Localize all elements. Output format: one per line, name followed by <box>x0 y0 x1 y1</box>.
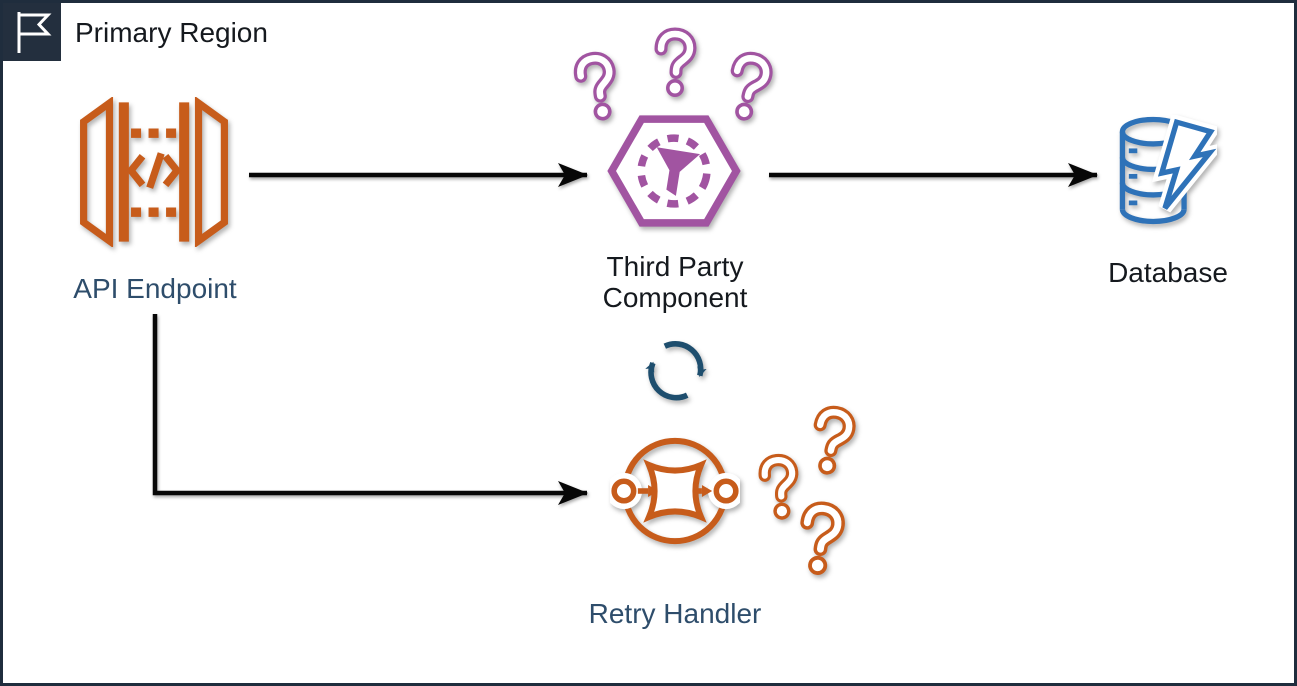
api-gateway-endpoint-icon <box>80 96 228 248</box>
database-node[interactable] <box>1115 113 1228 232</box>
retry-question-marks-icon[interactable] <box>751 401 869 593</box>
region-title: Primary Region <box>75 17 268 48</box>
database-lightning-icon <box>1119 113 1228 225</box>
third-party-label: Third Party Component <box>602 251 748 313</box>
api-endpoint-node[interactable] <box>75 96 233 252</box>
region-badge <box>3 3 61 61</box>
database-label: Database <box>1108 257 1228 288</box>
retry-handler-node[interactable] <box>605 429 745 558</box>
third-party-node[interactable] <box>607 111 741 236</box>
arrow-api-to-retry[interactable] <box>152 314 588 505</box>
api-endpoint-label: API Endpoint <box>73 273 237 304</box>
third-party-question-marks-icon[interactable] <box>568 25 778 137</box>
flag-icon <box>17 12 52 53</box>
retry-handler-icon <box>605 437 745 545</box>
third-party-hexagon-filter-icon <box>607 115 741 227</box>
sync-arrows-icon[interactable] <box>640 335 712 405</box>
connector-layer <box>152 163 1098 505</box>
retry-handler-label: Retry Handler <box>588 598 762 629</box>
